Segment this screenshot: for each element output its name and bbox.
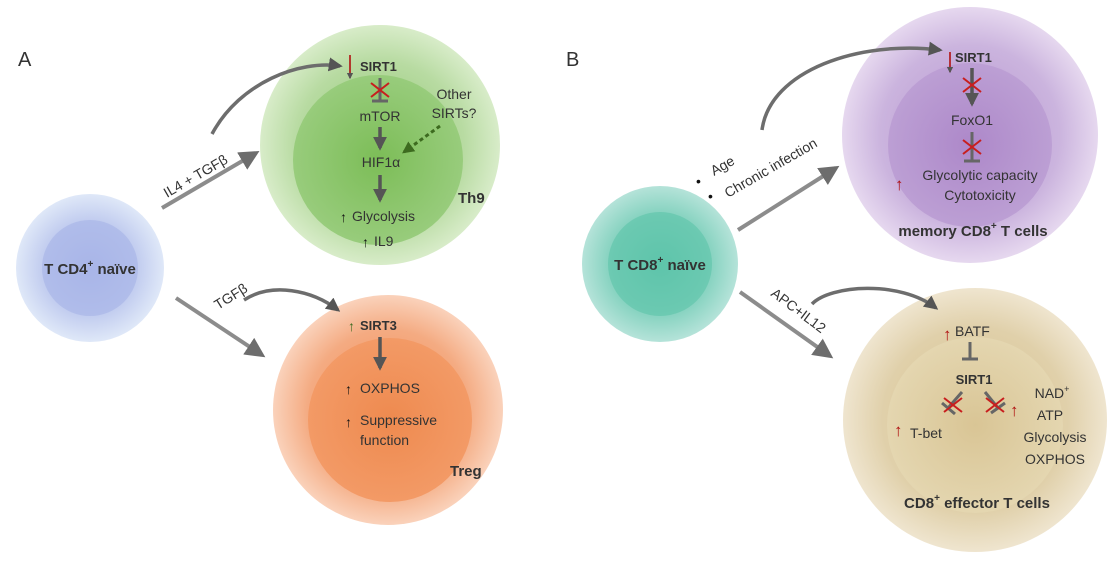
effector-oxphos: OXPHOS <box>1025 451 1085 467</box>
inhibit-x-metabolism <box>985 397 1005 413</box>
treg-suppressive-line1: Suppressive <box>360 412 437 428</box>
svg-text:CD8+ effector T cells: CD8+ effector T cells <box>904 493 1050 512</box>
inhibit-x-memory-1 <box>962 77 982 93</box>
inhibit-x-mark <box>370 82 390 98</box>
cd4-naive-cell: T CD4+ naïve <box>16 194 164 342</box>
effector-sirt1: SIRT1 <box>956 372 993 387</box>
inhibit-sirt1-tbet <box>946 391 964 409</box>
effector-atp: ATP <box>1037 407 1063 423</box>
curved-arrow-th9 <box>210 57 343 135</box>
condition-age: Age <box>708 152 738 178</box>
treg-cell <box>273 295 503 525</box>
treg-name: Treg <box>450 463 482 480</box>
memory-sirt1: SIRT1 <box>955 50 992 65</box>
cd4-naive-label-tail: naïve <box>93 261 136 278</box>
th9-sirt1: SIRT1 <box>360 59 397 74</box>
memory-name-tail: T cells <box>997 223 1048 240</box>
th9-hif1a: HIF1α <box>362 154 400 170</box>
cd8-naive-cell: T CD8+ naïve <box>582 186 738 342</box>
condition-bullet-age: • <box>696 173 701 189</box>
other-sirts-line2: SIRTs? <box>432 105 477 121</box>
memory-name-sup: + <box>991 221 997 232</box>
effector-edge-label: APC+IL12 <box>768 285 829 337</box>
svg-text:NAD+: NAD+ <box>1035 384 1070 401</box>
memory-name: memory CD8 <box>898 223 991 240</box>
inhibit-x-memory-2 <box>962 139 982 155</box>
svg-text:T CD4+ naïve: T CD4+ naïve <box>44 259 136 278</box>
up-arrow-tbet: ↑ <box>894 421 903 440</box>
panel-a-label: A <box>18 49 32 71</box>
up-arrow-sirt3: ↑ <box>348 318 355 334</box>
svg-text:memory CD8+ T cells: memory CD8+ T cells <box>898 221 1047 240</box>
treg-oxphos: OXPHOS <box>360 380 420 396</box>
treg-sirt3: SIRT3 <box>360 318 397 333</box>
effector-name-sup: + <box>934 493 940 504</box>
effector-nad: NAD <box>1035 385 1065 401</box>
up-arrow-metabolism: ↑ <box>1010 401 1019 420</box>
up-arrow-glycolytic: ↑ <box>895 175 904 194</box>
curved-arrow-memory <box>760 41 943 131</box>
condition-bullet-chronic: • <box>708 188 713 204</box>
dashed-arrow-other-sirts <box>402 124 441 154</box>
memory-foxo1: FoxO1 <box>951 112 993 128</box>
curved-arrow-effector <box>810 286 939 310</box>
effector-glycolysis: Glycolysis <box>1023 429 1086 445</box>
arrow-cd8-to-effector <box>738 290 834 359</box>
th9-il9: IL9 <box>374 233 394 249</box>
effector-name: CD8 <box>904 495 934 512</box>
condition-chronic: Chronic infection <box>722 135 820 201</box>
cd4-naive-sup: + <box>87 259 93 270</box>
cd8-naive-label-tail: naïve <box>663 257 706 274</box>
cd8-naive-label: T CD8 <box>614 257 657 274</box>
th9-glycolysis: Glycolysis <box>352 208 415 224</box>
up-arrow-oxphos: ↑ <box>345 381 352 397</box>
panel-b-label: B <box>566 49 579 71</box>
up-arrow-suppressive: ↑ <box>345 414 352 430</box>
up-arrow-glycolysis: ↑ <box>340 209 347 225</box>
curved-arrow-treg <box>243 288 341 312</box>
effector-batf: BATF <box>955 323 990 339</box>
effector-cd8-cell <box>843 288 1107 552</box>
effector-tbet: T-bet <box>910 425 942 441</box>
up-arrow-il9: ↑ <box>362 234 369 250</box>
arrow-cd4-to-th9 <box>160 150 260 210</box>
memory-glycolytic: Glycolytic capacity <box>922 167 1037 183</box>
svg-text:T CD8+ naïve: T CD8+ naïve <box>614 255 706 274</box>
th9-mtor: mTOR <box>360 108 401 124</box>
up-arrow-batf: ↑ <box>943 325 952 344</box>
th9-name: Th9 <box>458 190 485 207</box>
treg-suppressive-line2: function <box>360 432 409 448</box>
effector-nad-sup: + <box>1064 384 1069 394</box>
cd8-naive-sup: + <box>657 255 663 266</box>
arrow-cd8-to-memory <box>736 165 840 232</box>
treg-edge-label: TGFβ <box>211 280 250 313</box>
other-sirts-line1: Other <box>436 86 471 102</box>
effector-name-tail: effector T cells <box>940 495 1050 512</box>
inhibit-x-tbet <box>943 397 963 413</box>
memory-cytotoxicity: Cytotoxicity <box>944 187 1016 203</box>
arrow-cd4-to-treg <box>174 296 266 358</box>
cd4-naive-label: T CD4 <box>44 261 88 278</box>
